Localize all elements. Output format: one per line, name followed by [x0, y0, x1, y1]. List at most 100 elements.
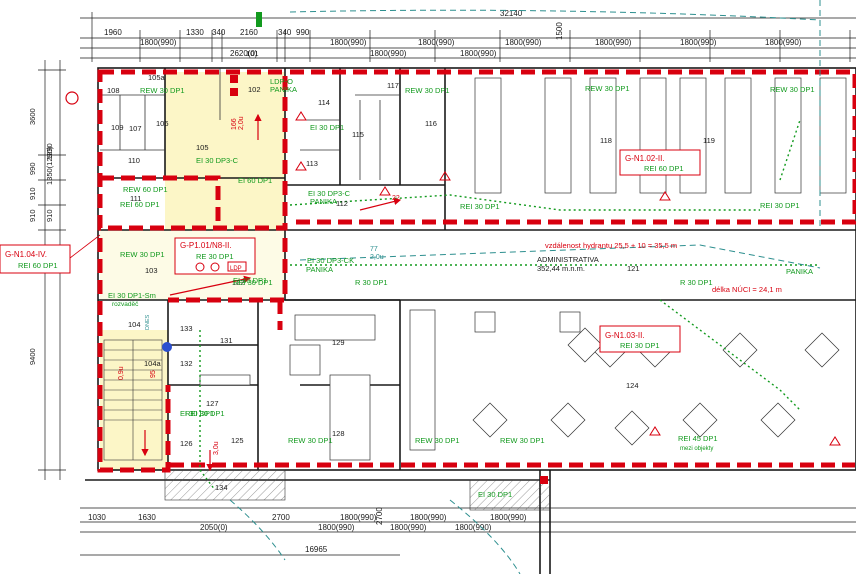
fire-detector-icon [195, 262, 205, 272]
label-ei30-c: EI 30 DP1 [478, 490, 512, 499]
warning-icon [379, 186, 391, 196]
room-134: 134 [215, 483, 228, 492]
label-rew30-h: REW 30 DP1 [500, 436, 545, 445]
panic-button-icon [230, 88, 238, 96]
label-ei30-b: EI 30 DP1 [180, 409, 214, 418]
dim-top-11: 1800(990) [680, 38, 717, 47]
dim-bot-2: 2050(0) [200, 523, 228, 532]
room-133: 133 [180, 324, 193, 333]
h-2: 2,0u [238, 116, 245, 130]
label-rew30-f: REW 30 DP1 [288, 436, 333, 445]
label-rew30-d: REW 30 DP1 [770, 85, 815, 94]
hatched-slab-2 [469, 479, 551, 511]
room-124: 124 [626, 381, 639, 390]
dim-mid-vert: 1500 [555, 22, 564, 40]
label-rei60: REI 60 DP1 [120, 200, 160, 209]
label-ei60: EI 60 DP1 [238, 176, 272, 185]
label-rei30-c: REI 30 DP1 [185, 409, 225, 418]
g102-title: G-N1.02-II. [625, 154, 665, 163]
dim-left-1: 990 [28, 162, 37, 175]
panic-button-icon [230, 75, 238, 83]
g104-title: G-N1.04-IV. [5, 250, 47, 259]
label-rew30-c: REW 30 DP1 [585, 84, 630, 93]
dim-left-sub-1: 1290 [45, 143, 54, 160]
dim-top-4: 2160 [240, 28, 258, 37]
dim-top-3: 340 [212, 28, 226, 37]
dim-top-8: 1800(990) [418, 38, 455, 47]
room-106: 106 [156, 119, 169, 128]
dim-top-5: 340 [278, 28, 292, 37]
label-r30-a: R 30 DP1 [355, 278, 388, 287]
top-dimensions [80, 12, 856, 62]
g102-rating: REI 60 DP1 [644, 164, 684, 173]
dim-total: 32140 [500, 9, 523, 18]
room-132: 132 [180, 359, 193, 368]
top-dimension-labels: 32140 1960 1800(990) 1330 340 2160 340 9… [104, 9, 802, 58]
dim-bot-5: 1800(990) [390, 523, 427, 532]
room-109: 109 [111, 123, 124, 132]
kitchen-equipment [199, 309, 436, 461]
label-rew30-e: REW 30 DP1 [120, 250, 165, 259]
dim-bot-6: 1800(990) [455, 523, 492, 532]
dim-top-1: 1800(990) [140, 38, 177, 47]
room-126: 126 [180, 439, 193, 448]
dim-bot-9: 1800(990) [490, 513, 527, 522]
dim-left-5: 9400 [28, 348, 37, 365]
dim-bot-vert: 2700 [375, 507, 384, 525]
entrance-marker-icon [256, 12, 262, 27]
room-116: 116 [425, 119, 437, 128]
label-rew30-a: REW 30 DP1 [140, 86, 185, 95]
escape-routes [199, 119, 820, 491]
room-118: 118 [600, 136, 612, 145]
warning-icon [659, 191, 671, 201]
label-panika-c: PANIKA [786, 267, 813, 276]
dim-left-4: 910 [45, 209, 54, 222]
smoke-detector-icon [210, 262, 220, 272]
label-ei30dp3ck: EI 30 DP3-CK [307, 256, 354, 265]
h-95: 95 [150, 370, 157, 378]
wall-ratings: REW 30 DP1 REW 30 DP1 REW 30 DP1 REW 30 … [108, 77, 815, 499]
dim-left-3: 910 [28, 209, 37, 222]
label-ei30sm: EI 30 DP1-Sm [108, 291, 156, 300]
label-rew30-b: REW 30 DP1 [405, 86, 450, 95]
label-rozvadec: rozvaděč [112, 301, 139, 308]
dim-left-2: 910 [28, 187, 37, 200]
label-rew30-g: REW 30 DP1 [415, 436, 460, 445]
room-113: 113 [306, 159, 318, 168]
dim-top-9: 1800(990) [505, 38, 542, 47]
room-104a: 104a [144, 359, 162, 368]
room-121: 121 [627, 264, 640, 273]
h-20: 2,0u [370, 254, 384, 261]
extinguisher-icons [295, 111, 841, 446]
exterior-marker-icon [65, 91, 79, 105]
dim-top-13: 1800(990) [370, 49, 407, 58]
label-ei30dp3c-b: EI 30 DP3-C [308, 189, 351, 198]
dim-bot-3: 2700 [272, 513, 290, 522]
label-panika-b: PANIKA [310, 197, 337, 206]
dim-top-12: 1800(990) [765, 38, 802, 47]
dim-top-10: 1800(990) [595, 38, 632, 47]
label-r30-b: R 30 DP1 [680, 278, 713, 287]
room-111: 111 [130, 194, 141, 203]
label-rei45: REI 45 DP1 [678, 434, 718, 443]
dim-top-0: 1960 [104, 28, 122, 37]
room-101: 101 [246, 49, 259, 58]
dim-top-14: 1800(990) [460, 49, 497, 58]
dim-top-6: 990 [296, 28, 310, 37]
warning-icon [295, 111, 307, 121]
room-108: 108 [107, 86, 120, 95]
note-hydrant: vzdálenost hydrantu 25,5 + 10 = 35,5 m [545, 241, 677, 250]
fire-compartment-boundaries [97, 69, 856, 473]
dim-top-sub: 2620(0) [230, 49, 258, 58]
g103-rating: REI 30 DP1 [620, 341, 660, 350]
warning-icon [829, 436, 841, 446]
dim-bot-4: 1800(990) [318, 523, 355, 532]
room-127: 127 [206, 399, 219, 408]
dim-top-2: 1330 [186, 28, 204, 37]
bottom-dimensions [80, 507, 856, 556]
gp101-badge: LDP [230, 266, 242, 272]
h-22: 22 [392, 195, 400, 202]
fire-section-g104: G-N1.04-IV. REI 60 DP1 [0, 234, 101, 274]
warning-icon [439, 171, 451, 181]
label-ei30-122: EI 30 DP1 [233, 276, 267, 285]
